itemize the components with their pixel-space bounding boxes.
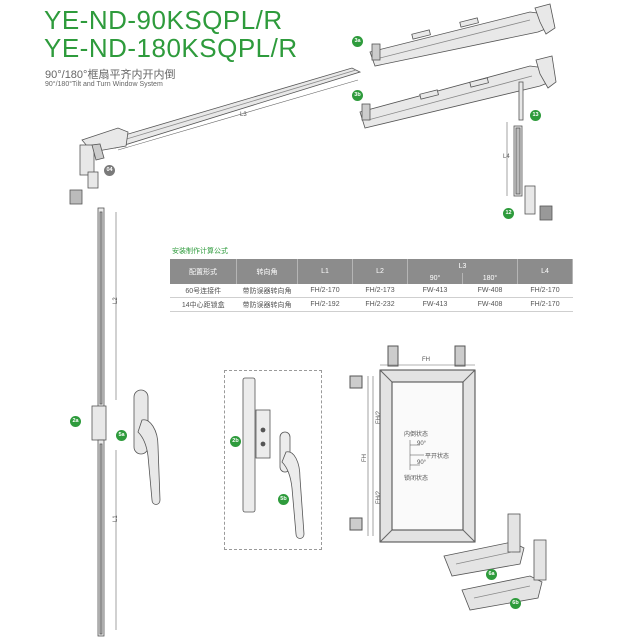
window-fh-half-bottom: FH/2 bbox=[376, 490, 382, 504]
corner-drive-04 bbox=[69, 127, 129, 205]
right-link-rod bbox=[518, 81, 524, 121]
subtitle-english: 90°/180°Tilt and Turn Window System bbox=[45, 81, 163, 88]
formula-title: 安装制作计算公式 bbox=[172, 248, 228, 255]
badge-3a: 3a bbox=[352, 36, 363, 47]
table-cell: FH/2-170 bbox=[297, 284, 353, 298]
window-fw-label: FH bbox=[422, 357, 430, 363]
badge-04: 04 bbox=[104, 165, 115, 176]
col-subheader-180: 180° bbox=[462, 273, 518, 284]
table-cell: FH/2-232 bbox=[352, 297, 408, 312]
col-header-l1: L1 bbox=[297, 259, 353, 284]
gearbox-2a bbox=[91, 405, 107, 441]
state-turn-label: 平开状态 bbox=[425, 454, 450, 460]
window-fh-half-top: FH/2 bbox=[376, 410, 382, 424]
table-cell: FH/2-170 bbox=[517, 297, 573, 312]
badge-3b: 3b bbox=[352, 90, 363, 101]
badge-2a: 2a bbox=[70, 416, 81, 427]
table-row: 14中心距锁盒 带防误器转向角 FH/2-192 FH/2-232 FW-413… bbox=[170, 297, 573, 312]
table-cell: 14中心距锁盒 bbox=[170, 297, 237, 312]
inset-detail-box bbox=[224, 370, 322, 550]
badge-5b: 5b bbox=[278, 494, 289, 505]
col-header-l2: L2 bbox=[352, 259, 408, 284]
state-angle-bottom: 90° bbox=[417, 460, 427, 466]
table-cell: 60号连接件 bbox=[170, 284, 237, 298]
dim-label-l4: L4 bbox=[503, 154, 510, 160]
table-row: 60号连接件 带防误器转向角 FH/2-170 FH/2-173 FW-413 … bbox=[170, 284, 573, 298]
table-cell: 带防误器转向角 bbox=[236, 297, 298, 312]
table-cell: FH/2-173 bbox=[352, 284, 408, 298]
hinge-part-6a bbox=[443, 513, 525, 577]
dim-label-l3: L3 bbox=[240, 112, 247, 118]
model-title-180: YE-ND-180KSQPL/R bbox=[44, 33, 298, 63]
table-cell: 带防误器转向角 bbox=[236, 284, 298, 298]
table-cell: FH/2-192 bbox=[297, 297, 353, 312]
badge-13: 13 bbox=[530, 110, 541, 121]
col-header-corner: 转向角 bbox=[236, 259, 298, 284]
window-frame-diagram bbox=[349, 345, 476, 543]
window-fh-label: FH bbox=[362, 454, 368, 462]
col-header-config: 配置形式 bbox=[170, 259, 237, 284]
state-locked-label: 锁闭状态 bbox=[404, 476, 429, 482]
badge-6a: 6a bbox=[486, 569, 497, 580]
dim-label-l1: L1 bbox=[113, 515, 119, 522]
corner-hinge-12 bbox=[524, 185, 536, 215]
badge-6b: 6b bbox=[510, 598, 521, 609]
col-header-l4: L4 bbox=[517, 259, 573, 284]
badge-5a: 5a bbox=[116, 430, 127, 441]
state-tilt-label: 内倒状态 bbox=[404, 432, 429, 438]
table-cell: FW-413 bbox=[407, 297, 463, 312]
formula-table: 配置形式 转向角 L1 L2 L3 L4 90° 180° 60号连接件 带防误… bbox=[170, 259, 573, 312]
stay-arm-3b bbox=[359, 55, 557, 129]
badge-12: 12 bbox=[503, 208, 514, 219]
subtitle-chinese: 90°/180°框扇平齐内开内倒 bbox=[45, 69, 176, 81]
table-cell: FW-413 bbox=[407, 284, 463, 298]
col-subheader-90: 90° bbox=[407, 273, 463, 284]
state-angle-top: 90° bbox=[417, 441, 427, 447]
inset-handle-gearbox bbox=[242, 377, 305, 539]
hinge-part-6b bbox=[461, 539, 547, 611]
table-cell: FW-408 bbox=[462, 284, 518, 298]
dim-label-l2: L2 bbox=[113, 297, 119, 304]
model-title-90: YE-ND-90KSQPL/R bbox=[44, 5, 283, 35]
handle-5a bbox=[133, 389, 161, 505]
table-cell: FH/2-170 bbox=[517, 284, 573, 298]
table-cell: FW-408 bbox=[462, 297, 518, 312]
col-header-l3: L3 bbox=[407, 259, 518, 273]
stay-arm-3a bbox=[369, 3, 556, 67]
badge-2b: 2b bbox=[230, 436, 241, 447]
